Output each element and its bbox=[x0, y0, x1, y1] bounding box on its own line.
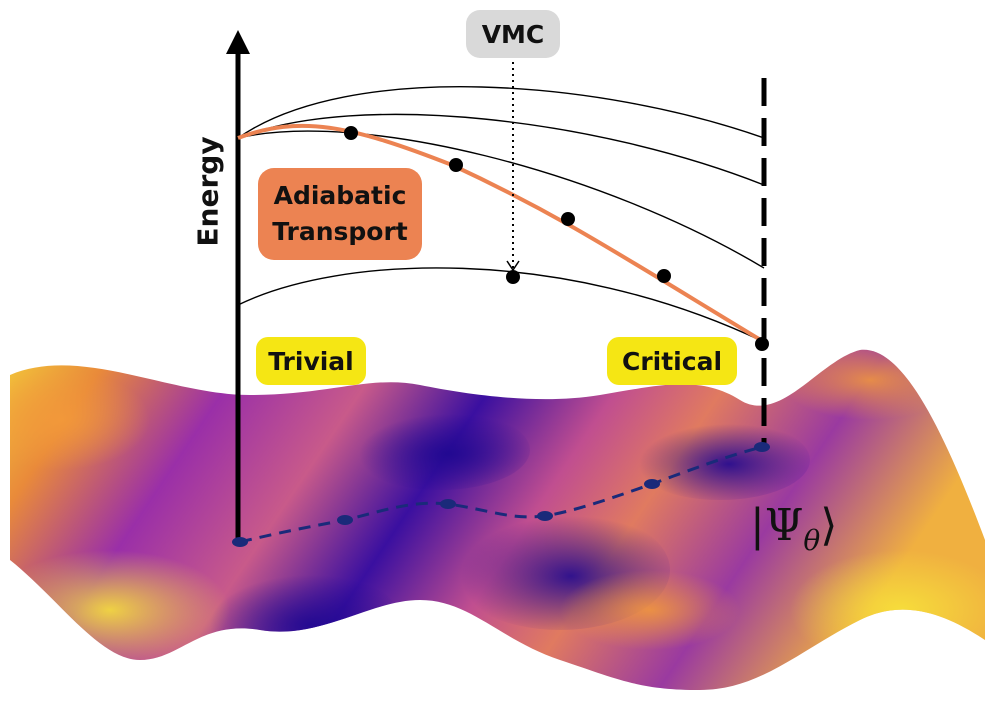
psi-close: ⟩ bbox=[820, 500, 838, 551]
adiabatic-point bbox=[449, 158, 463, 172]
adiabatic-points bbox=[344, 126, 769, 351]
psi-subscript: θ bbox=[803, 523, 821, 557]
parameter-path bbox=[239, 445, 763, 544]
path-point bbox=[644, 479, 660, 489]
wavefunction-label: |Ψθ⟩ bbox=[750, 500, 837, 557]
excited-level-3 bbox=[237, 130, 765, 269]
path-point bbox=[232, 537, 248, 547]
adiabatic-point bbox=[344, 126, 358, 140]
adiabatic-point bbox=[657, 269, 671, 283]
path-point bbox=[537, 511, 553, 521]
critical-point bbox=[755, 337, 769, 351]
vmc-arrowhead-icon bbox=[506, 260, 520, 272]
adiabatic-label-line1: Adiabatic bbox=[273, 181, 407, 210]
energy-level-curves bbox=[237, 86, 765, 343]
psi-open: |Ψ bbox=[750, 500, 804, 551]
path-point bbox=[754, 442, 770, 452]
trivial-label: Trivial bbox=[256, 337, 366, 385]
path-point bbox=[337, 515, 353, 525]
energy-axis-label: Energy bbox=[191, 136, 225, 247]
critical-label: Critical bbox=[607, 337, 737, 385]
parameter-path-points bbox=[232, 442, 770, 547]
energy-landscape-surface bbox=[10, 349, 985, 690]
adiabatic-point bbox=[561, 212, 575, 226]
vmc-label: VMC bbox=[466, 10, 560, 58]
path-point bbox=[440, 499, 456, 509]
vmc-point bbox=[506, 270, 520, 284]
low-level bbox=[237, 267, 765, 343]
adiabatic-transport-label: Adiabatic Transport bbox=[258, 168, 422, 260]
excited-level-1 bbox=[237, 86, 765, 139]
adiabatic-label-line2: Transport bbox=[272, 217, 408, 246]
axis-arrowhead-icon bbox=[226, 30, 250, 54]
excited-level-2 bbox=[237, 113, 765, 186]
